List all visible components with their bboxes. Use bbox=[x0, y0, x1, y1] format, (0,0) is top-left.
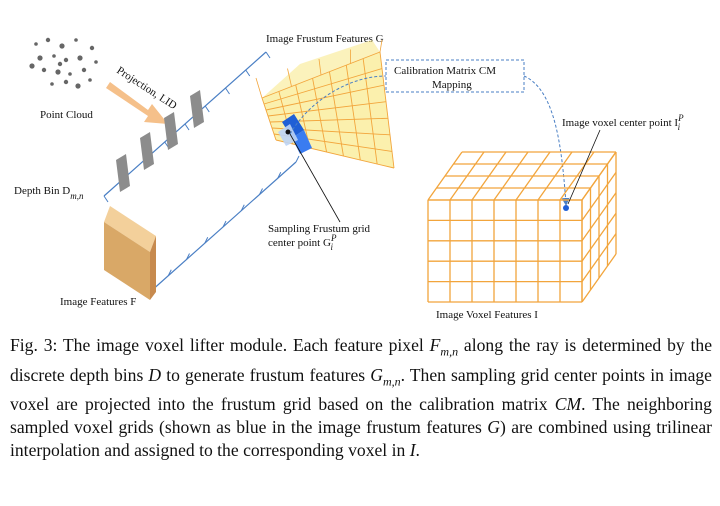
voxel-center-point bbox=[563, 205, 569, 211]
point-dot bbox=[50, 82, 54, 86]
depth-bin-label: Depth Bin Dm,n bbox=[14, 185, 84, 201]
point-dot bbox=[37, 55, 43, 61]
frustum-gridline bbox=[263, 68, 383, 105]
projection-label: Projection, LID bbox=[114, 64, 178, 112]
frustum-title: Image Frustum Features G bbox=[266, 33, 384, 45]
image-features-block bbox=[104, 206, 156, 300]
point-dot bbox=[57, 61, 63, 67]
frustum-gridline bbox=[312, 78, 328, 153]
frustum-gridline bbox=[318, 58, 322, 76]
point-cloud-label: Point Cloud bbox=[40, 109, 93, 121]
voxel-features-label: Image Voxel Features I bbox=[436, 309, 538, 321]
point-dot bbox=[41, 67, 47, 73]
voxel-center-leader bbox=[567, 129, 601, 205]
ray-tick bbox=[186, 253, 190, 260]
image-features-label: Image Features F bbox=[60, 296, 136, 308]
voxel-lifter-figure: Point Cloud Projection, LID Depth Bin Dm… bbox=[14, 33, 684, 321]
point-dot bbox=[29, 63, 35, 69]
ray-tick bbox=[295, 155, 300, 163]
frustum-gridline bbox=[287, 68, 292, 87]
calibration-mapping-label: Mapping bbox=[432, 79, 472, 91]
projection-arrow bbox=[106, 82, 168, 124]
ray-tick bbox=[225, 87, 230, 95]
point-dot bbox=[52, 54, 56, 58]
image-frustum-features bbox=[255, 39, 395, 169]
point-dot bbox=[68, 72, 72, 76]
point-dot bbox=[94, 60, 98, 64]
depth-bins bbox=[116, 90, 204, 192]
calibration-label: Calibration Matrix CM bbox=[394, 65, 496, 77]
point-dot bbox=[89, 45, 95, 51]
voxel-gridline bbox=[581, 253, 617, 303]
sampling-label-line1: Sampling Frustum grid bbox=[268, 223, 371, 235]
point-dot bbox=[88, 78, 92, 82]
image-voxel-features bbox=[427, 151, 617, 303]
sampled-blue-cells bbox=[278, 114, 312, 154]
frustum-gridline bbox=[261, 97, 277, 141]
voxel-gridline bbox=[581, 233, 617, 282]
frustum-gridline bbox=[362, 58, 378, 165]
voxel-gridline bbox=[581, 151, 617, 201]
frustum-gridline bbox=[328, 71, 344, 157]
point-dot bbox=[59, 43, 65, 49]
frustum-gridline bbox=[379, 39, 383, 53]
frustum-gridline bbox=[379, 51, 395, 169]
point-dot bbox=[81, 67, 87, 73]
point-dot bbox=[63, 79, 69, 85]
point-dot bbox=[55, 69, 61, 75]
frustum-gridline bbox=[255, 77, 263, 99]
voxel-gridline bbox=[581, 212, 617, 262]
point-dot bbox=[77, 55, 83, 61]
frustum-gridline bbox=[345, 65, 361, 161]
ray-tick bbox=[204, 105, 210, 113]
sampling-leader bbox=[289, 133, 341, 223]
ray-tick bbox=[240, 204, 245, 211]
ray-tick bbox=[259, 188, 263, 195]
frustum-gridline bbox=[265, 84, 385, 111]
point-dot bbox=[34, 42, 38, 46]
ray-tick bbox=[167, 269, 172, 276]
ray-tick bbox=[184, 123, 190, 131]
point-dot bbox=[45, 37, 51, 43]
ray-tick bbox=[277, 172, 282, 179]
ray-tick bbox=[103, 195, 109, 203]
point-dot bbox=[75, 83, 81, 89]
ray-tick bbox=[245, 69, 251, 77]
point-dot bbox=[63, 57, 69, 63]
voxel-gridline bbox=[581, 172, 617, 221]
ray-tick bbox=[222, 220, 227, 228]
voxel-gridline bbox=[581, 192, 617, 242]
figure-caption: Fig. 3: The image voxel lifter module. E… bbox=[10, 335, 713, 461]
point-dot bbox=[74, 38, 78, 42]
mapping-curve-right bbox=[523, 75, 570, 206]
ray-tick bbox=[204, 237, 209, 244]
frustum-gridline bbox=[267, 101, 387, 117]
point-cloud-dots bbox=[29, 37, 98, 89]
ray-tick bbox=[265, 51, 271, 59]
